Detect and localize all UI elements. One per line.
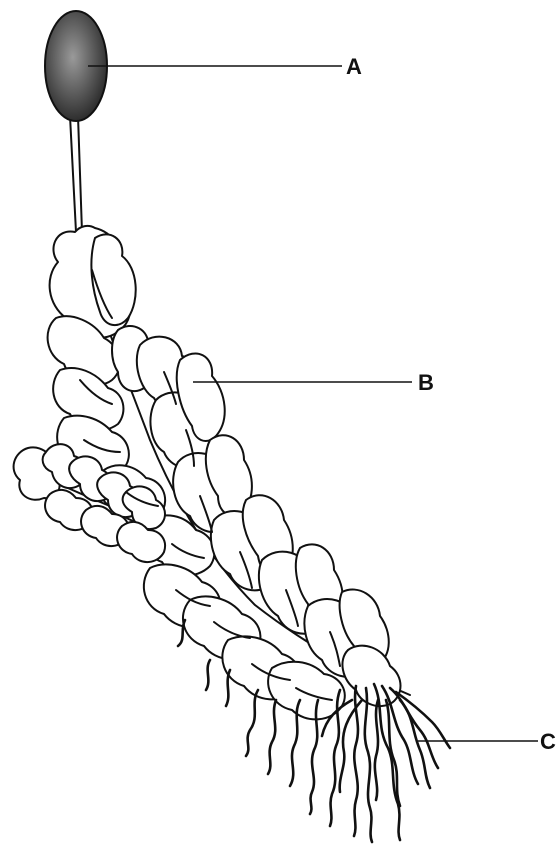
label-c: C [540,729,556,754]
seta-stalk [70,116,82,232]
leaf [342,646,400,706]
sporophyte [45,11,107,232]
label-b: B [418,370,434,395]
leafy-shoot [14,226,410,719]
label-a: A [346,54,362,79]
